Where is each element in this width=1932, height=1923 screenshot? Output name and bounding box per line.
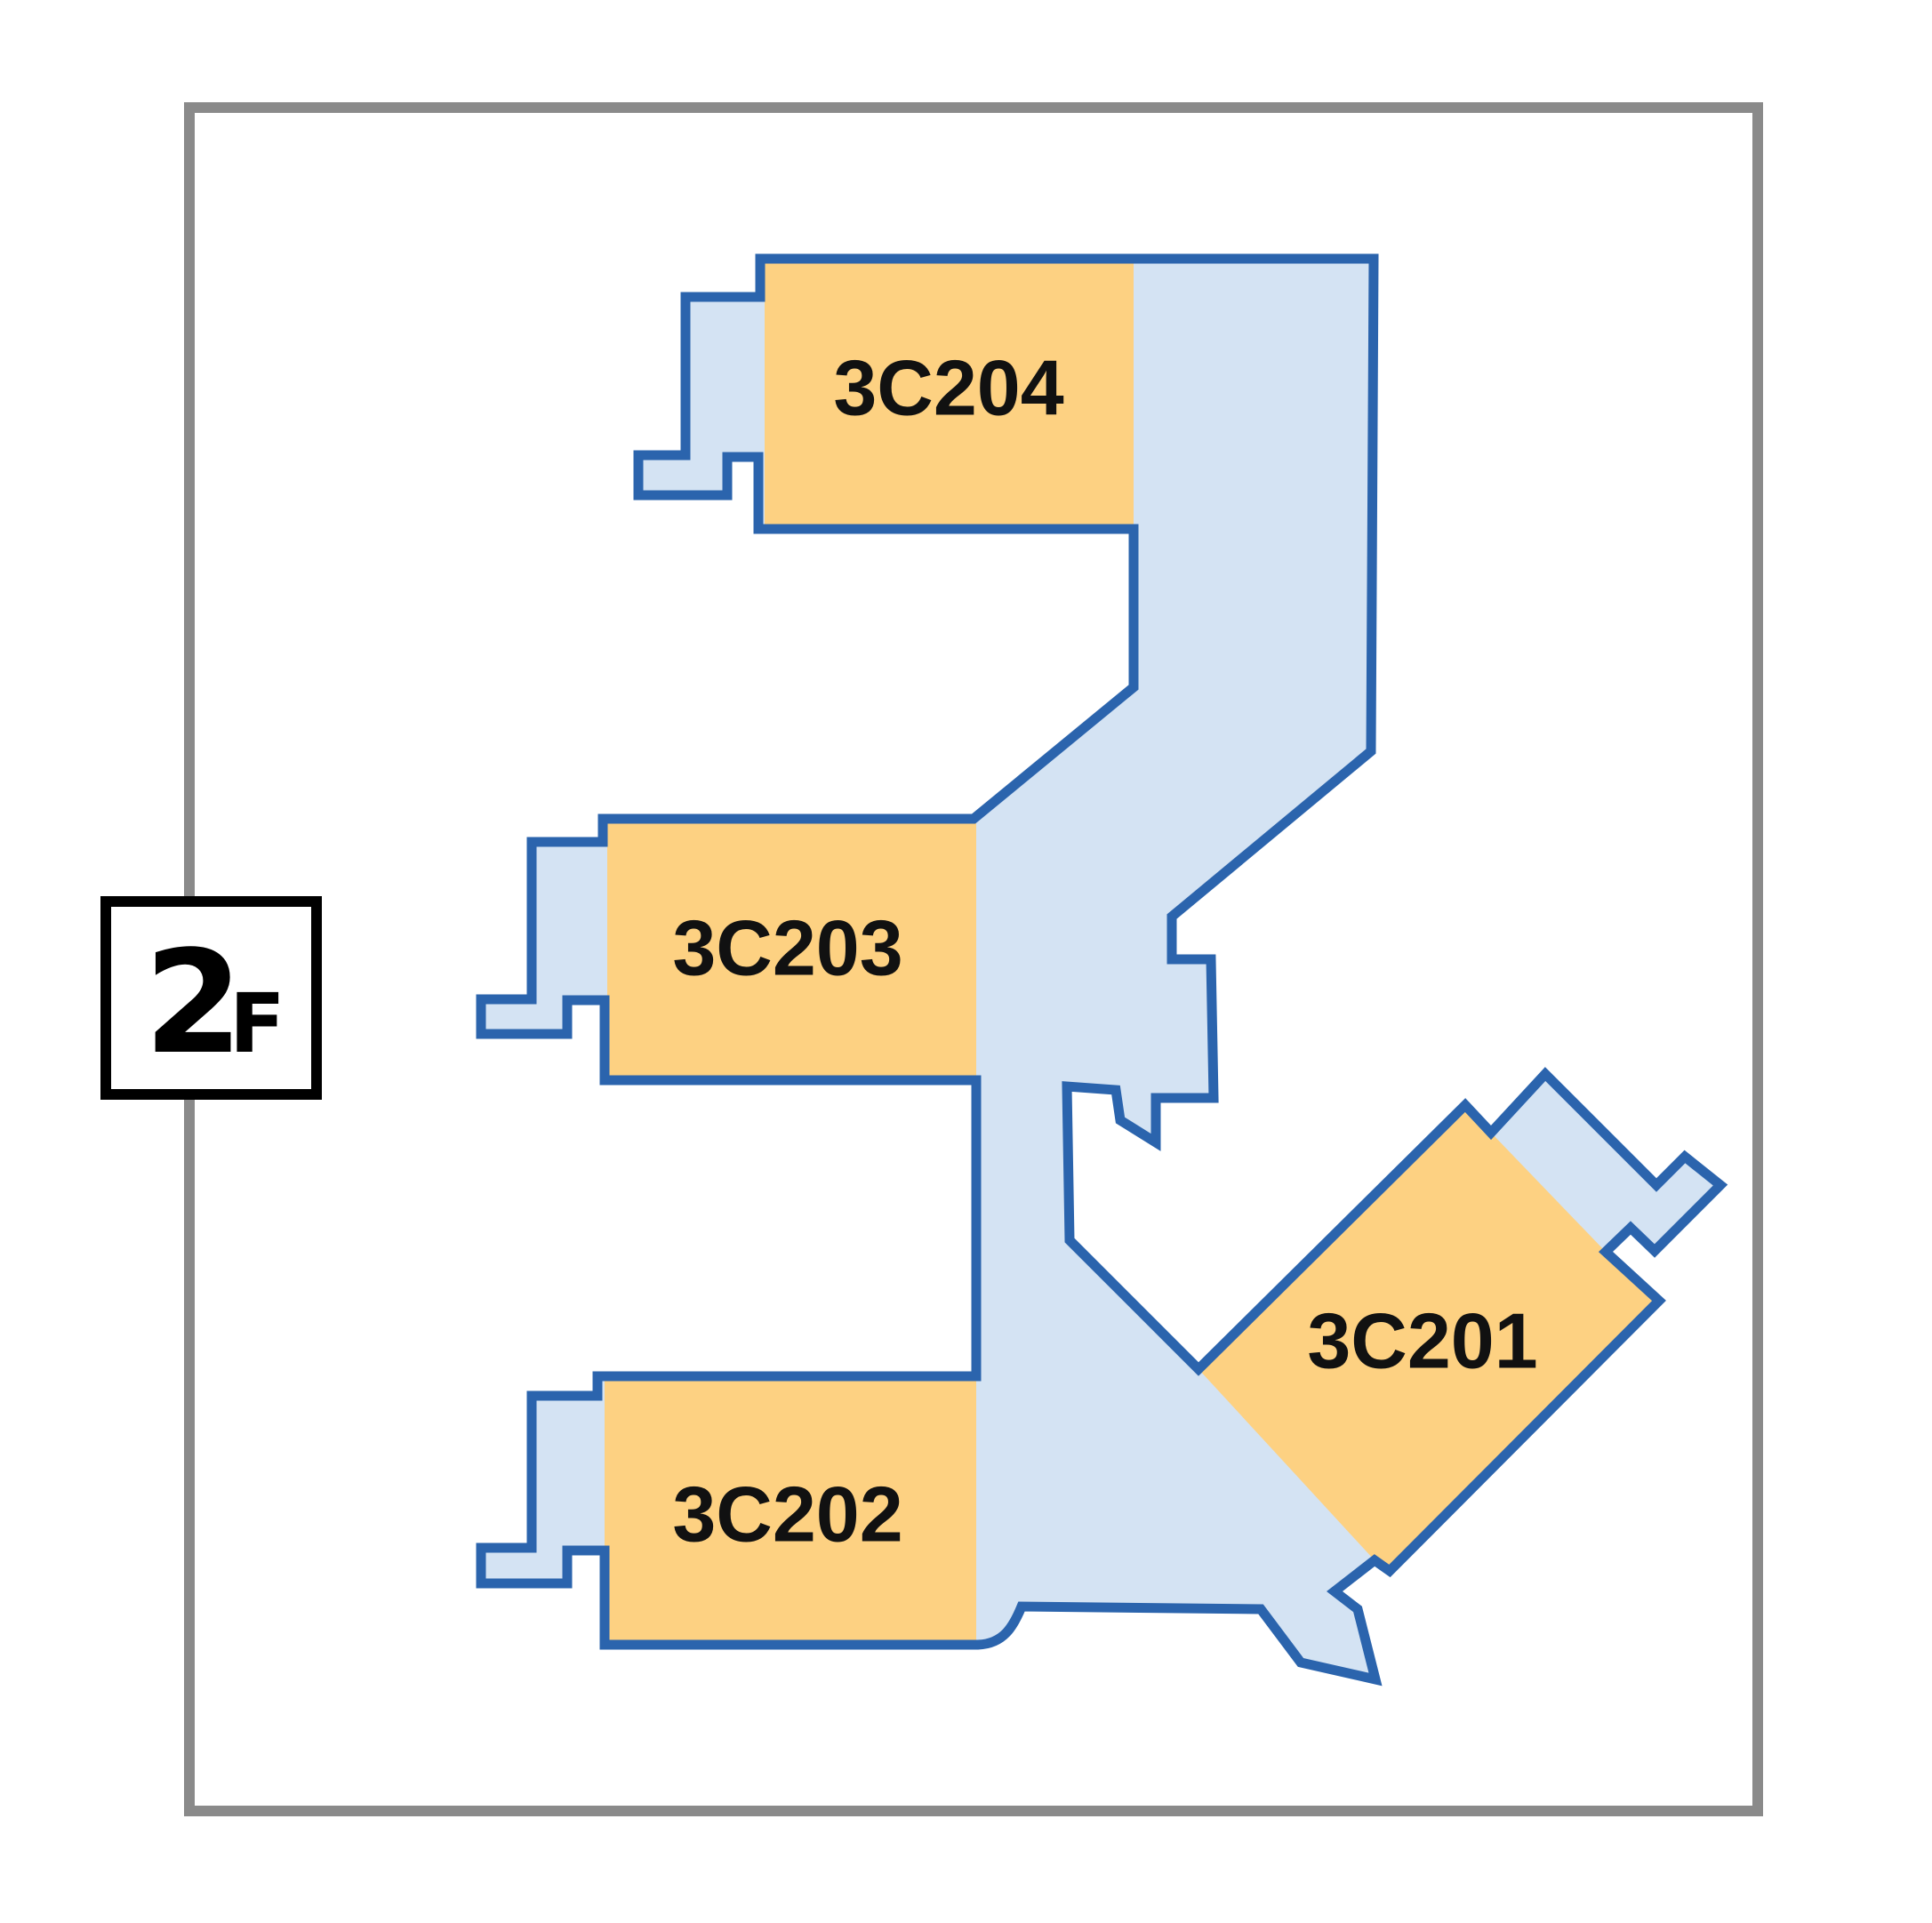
floor-suffix: F	[229, 976, 285, 1071]
room-3C202-area[interactable]	[605, 1376, 976, 1645]
room-3C201-area[interactable]	[1198, 1105, 1659, 1571]
room-3C203-area[interactable]	[607, 823, 976, 1080]
room-3C204-area[interactable]	[765, 263, 1134, 525]
floor-indicator: 2 F	[100, 896, 322, 1100]
room-label-3C203: 3C203	[672, 903, 902, 991]
floor-indicator-box	[100, 896, 322, 1100]
room-label-3C202: 3C202	[672, 1470, 902, 1558]
floor-number: 2	[144, 919, 243, 1086]
room-label-3C204: 3C204	[833, 343, 1063, 431]
room-label-3C201: 3C201	[1307, 1296, 1537, 1384]
floor-outline	[476, 253, 1728, 1687]
